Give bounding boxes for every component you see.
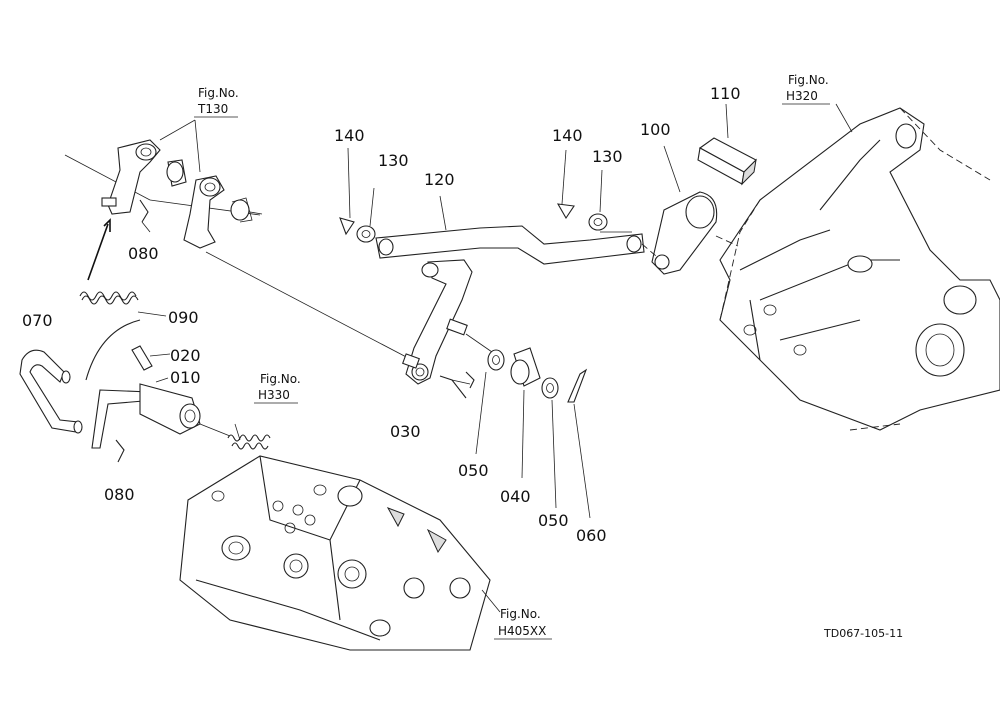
ref-h330-label: Fig.No. bbox=[260, 372, 301, 386]
label-140-right[interactable]: 140 bbox=[552, 126, 583, 145]
ref-t130-label: Fig.No. bbox=[198, 86, 239, 100]
label-120[interactable]: 120 bbox=[424, 170, 455, 189]
label-130-right[interactable]: 130 bbox=[592, 147, 623, 166]
ref-h320[interactable]: Fig.No. H320 bbox=[782, 73, 830, 105]
part-labels: 070 080 090 020 010 080 030 050 040 050 … bbox=[22, 84, 741, 545]
housing-h320 bbox=[715, 103, 1000, 431]
label-050-left[interactable]: 050 bbox=[458, 461, 489, 480]
ref-t130-fig: T130 bbox=[197, 102, 228, 116]
label-100[interactable]: 100 bbox=[640, 120, 671, 139]
ref-h320-label: Fig.No. bbox=[788, 73, 829, 87]
label-020[interactable]: 020 bbox=[170, 346, 201, 365]
ref-h405-fig: H405XX bbox=[498, 624, 546, 638]
plate-100 bbox=[641, 145, 718, 275]
lever-assembly bbox=[19, 345, 231, 463]
spring-090 bbox=[79, 218, 167, 381]
label-010[interactable]: 010 bbox=[170, 368, 201, 387]
washer-bushing-stack bbox=[475, 347, 591, 519]
block-110 bbox=[697, 103, 757, 186]
drawing-number: TD067-105-11 bbox=[823, 627, 903, 640]
ref-h405-label: Fig.No. bbox=[500, 607, 541, 621]
label-130-left[interactable]: 130 bbox=[378, 151, 409, 170]
label-110[interactable]: 110 bbox=[710, 84, 741, 103]
label-080-top[interactable]: 080 bbox=[128, 244, 159, 263]
ref-h330[interactable]: Fig.No. H330 bbox=[254, 372, 301, 404]
label-140-left[interactable]: 140 bbox=[334, 126, 365, 145]
label-080-bottom[interactable]: 080 bbox=[104, 485, 135, 504]
shaft-centerline bbox=[205, 251, 413, 361]
label-090[interactable]: 090 bbox=[168, 308, 199, 327]
label-030[interactable]: 030 bbox=[390, 422, 421, 441]
label-040[interactable]: 040 bbox=[500, 487, 531, 506]
valve-body-h405 bbox=[179, 455, 501, 651]
link-120 bbox=[375, 195, 645, 265]
t130-link-assembly bbox=[64, 119, 263, 249]
label-070[interactable]: 070 bbox=[22, 311, 53, 330]
ref-h330-fig: H330 bbox=[258, 388, 290, 402]
label-060[interactable]: 060 bbox=[576, 526, 607, 545]
ref-h320-fig: H320 bbox=[786, 89, 818, 103]
label-050-right[interactable]: 050 bbox=[538, 511, 569, 530]
ref-h405[interactable]: Fig.No. H405XX bbox=[494, 607, 552, 640]
spring-h330 bbox=[227, 423, 271, 450]
arm-030 bbox=[402, 259, 493, 399]
ref-t130[interactable]: Fig.No. T130 bbox=[194, 86, 239, 118]
clips-washers bbox=[339, 147, 608, 243]
